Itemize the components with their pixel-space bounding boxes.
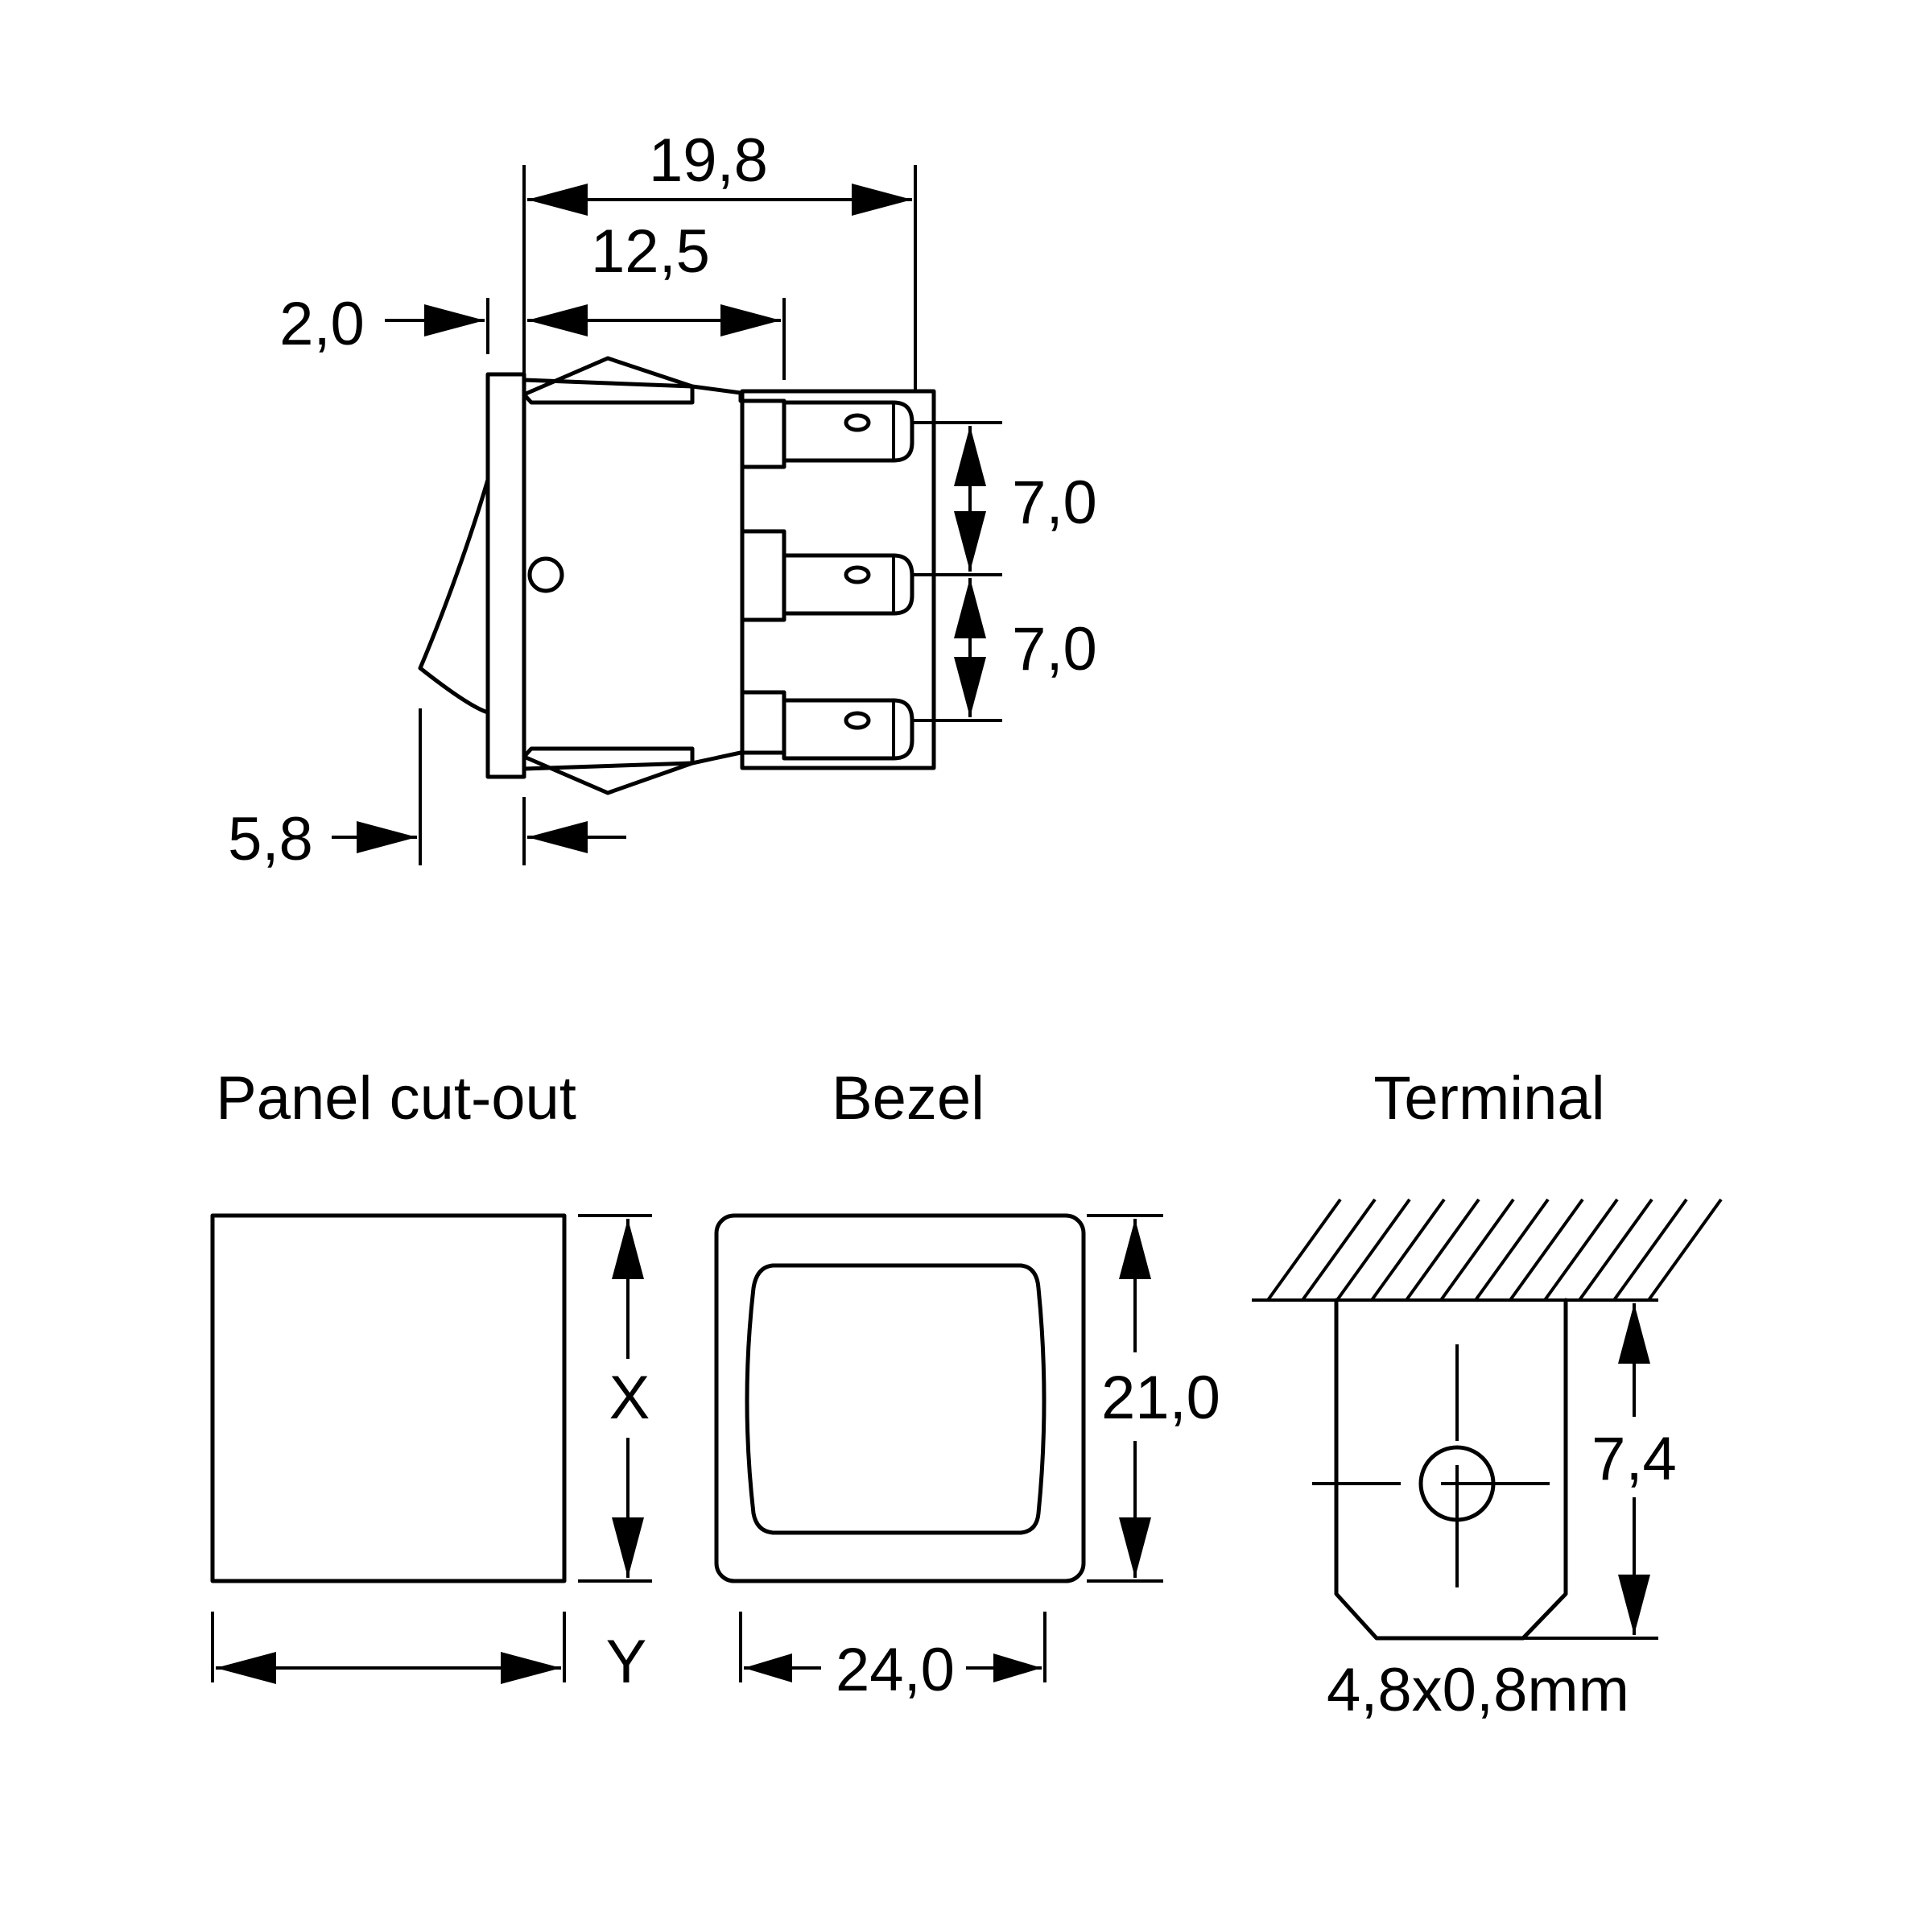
terminal-pin-2 — [782, 553, 914, 616]
arrowhead — [357, 821, 417, 853]
arrowhead — [527, 821, 588, 853]
arrowhead — [424, 304, 485, 336]
arrowhead — [1119, 1219, 1151, 1279]
arrowhead — [954, 657, 986, 717]
pivot-pin — [527, 556, 564, 593]
arrowhead — [993, 1653, 1042, 1682]
terminal-view: Terminal 7,4 4,8 — [1252, 1064, 1723, 1724]
snap-clip-top — [522, 356, 695, 405]
arrowhead — [954, 426, 986, 486]
terminal-title: Terminal — [1373, 1064, 1604, 1133]
terminal-length-label: 7,4 — [1591, 1425, 1677, 1493]
terminal-base-hatching — [1252, 1198, 1723, 1302]
arrowhead — [527, 304, 588, 336]
bezel-view: Bezel 21,0 24,0 — [714, 1064, 1220, 1704]
dimension-overall-length: 19,8 — [527, 126, 912, 216]
dim-flange-thickness-label: 2,0 — [279, 290, 365, 358]
terminal-frame — [740, 389, 936, 770]
dimension-pitch-lower: 7,0 — [954, 578, 1097, 717]
rocker-actuator — [418, 477, 490, 715]
arrowhead — [612, 1517, 644, 1578]
arrowhead — [1119, 1517, 1151, 1578]
arrowhead — [954, 578, 986, 638]
arrowhead — [501, 1652, 561, 1684]
bezel-width-label: 24,0 — [836, 1636, 955, 1704]
arrowhead — [954, 511, 986, 572]
arrowhead — [1618, 1575, 1650, 1635]
bezel-outline — [714, 1213, 1086, 1583]
arrowhead — [1618, 1303, 1650, 1364]
dimension-flange-thickness: 2,0 — [279, 290, 485, 358]
panel-cutout-height-label: X — [609, 1364, 650, 1432]
panel-cutout-outline — [210, 1213, 567, 1583]
arrowhead — [852, 184, 912, 216]
terminal-tab-outline — [1334, 1298, 1568, 1641]
terminal-pin-1 — [782, 400, 914, 463]
bezel-title: Bezel — [832, 1064, 985, 1133]
panel-cutout-width-label: Y — [606, 1628, 647, 1696]
dimension-pitch-upper: 7,0 — [954, 426, 1097, 572]
terminal-pin-3 — [782, 698, 914, 761]
panel-cutout-title: Panel cut-out — [216, 1064, 576, 1133]
bezel-flange — [485, 372, 526, 779]
dim-pitch-lower-label: 7,0 — [1012, 615, 1097, 683]
dim-body-length-label: 12,5 — [591, 217, 710, 286]
terminal-size-label: 4,8x0,8mm — [1327, 1656, 1629, 1724]
arrowhead — [720, 304, 781, 336]
dimension-rocker-height: 5,8 — [228, 805, 626, 873]
snap-clip-bottom — [522, 746, 695, 795]
arrowhead — [527, 184, 588, 216]
dim-overall-length-label: 19,8 — [649, 126, 768, 195]
arrowhead — [744, 1653, 792, 1682]
arrowhead — [216, 1652, 276, 1684]
arrowhead — [612, 1219, 644, 1279]
dim-pitch-upper-label: 7,0 — [1012, 469, 1097, 537]
bezel-rocker-window — [745, 1263, 1046, 1535]
dimension-body-length: 12,5 — [527, 217, 781, 336]
panel-cutout-view: Panel cut-out X Y — [210, 1064, 652, 1696]
dim-rocker-height-label: 5,8 — [228, 805, 313, 873]
bezel-height-label: 21,0 — [1101, 1364, 1220, 1432]
side-view: 19,8 12,5 2,0 5,8 — [228, 126, 1097, 873]
